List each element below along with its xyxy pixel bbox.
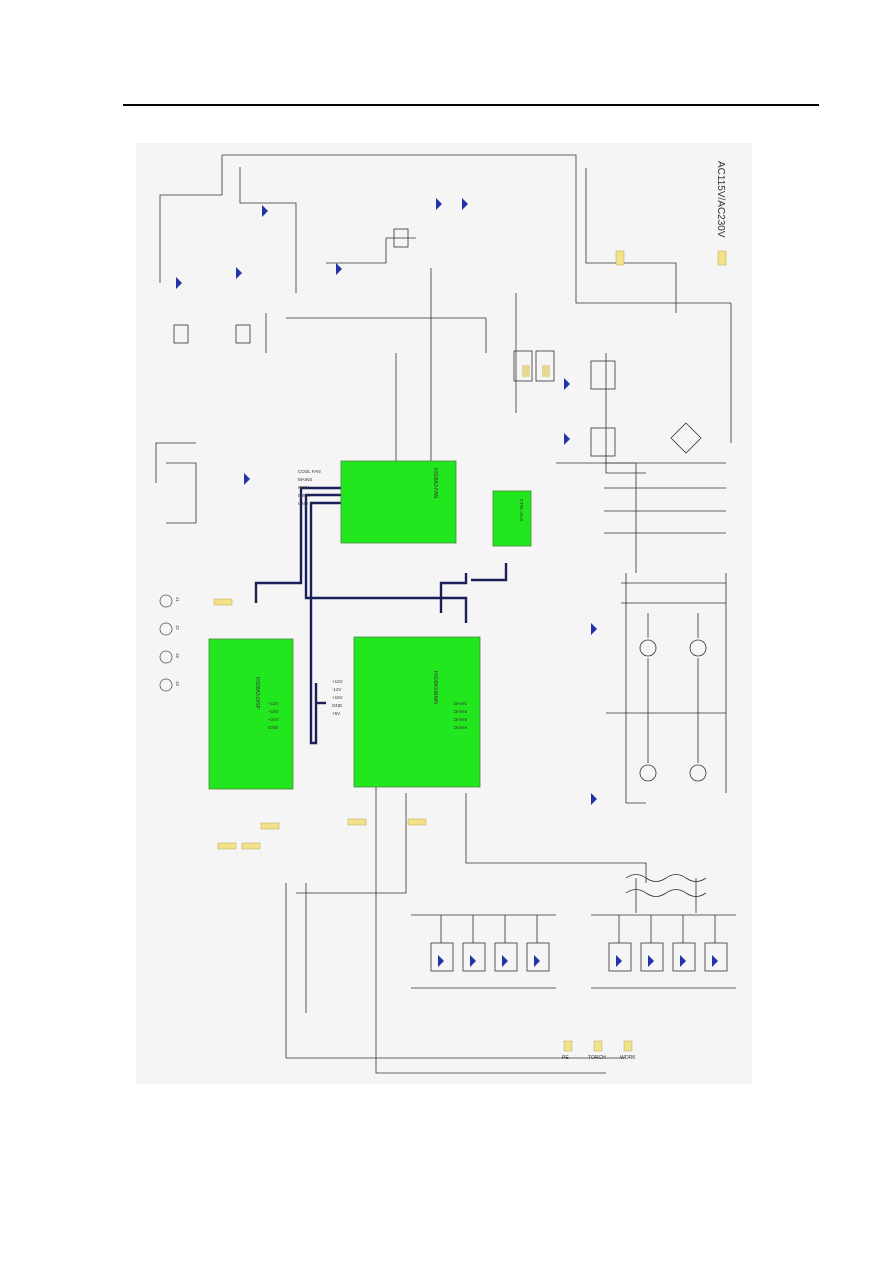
pin-label: +15V: [268, 709, 279, 714]
main-control-name: HS08A3-MAIN: [432, 671, 438, 704]
display-control-block: [208, 638, 294, 790]
fan-control-name: HS08A3-FAN: [432, 468, 438, 498]
transformer: [625, 874, 707, 913]
display-control-pins: +12V +15V +24V GND: [268, 701, 279, 730]
schematic-diagram: AC115V/AC230V: [155, 154, 736, 1074]
pin-label: Drive3: [454, 717, 468, 722]
pin-label: GND: [332, 703, 343, 708]
aux-control-name: CTRL-AUX: [519, 499, 524, 522]
component-cluster: [173, 228, 702, 457]
aux-control-block: [492, 490, 532, 547]
pin-label: +12V: [332, 679, 343, 684]
terminal-label: PE: [562, 1055, 569, 1061]
wiring-frame: [155, 154, 732, 1074]
output-terminals: PE TORCH WORK: [562, 1040, 636, 1061]
pin-label: Drive4: [454, 725, 468, 730]
main-control-block: [353, 636, 481, 788]
schematic-sheet: [136, 143, 752, 1084]
terminal-label: WORK: [620, 1055, 636, 1061]
pin-pads: [213, 250, 727, 850]
connector-label: J2: [175, 625, 180, 630]
data-bus: [254, 486, 508, 745]
connector-label: J1: [175, 597, 180, 602]
connector-label: J4: [175, 681, 180, 686]
pin-label: +24V: [268, 717, 279, 722]
pin-label: GND: [298, 501, 309, 506]
pin-label: Drive2: [454, 709, 468, 714]
terminal-work: [623, 1040, 633, 1052]
fan-control-block: [340, 460, 457, 544]
display-control-name: HS08A3-DISP: [254, 677, 260, 710]
connector-j1: [159, 594, 173, 608]
connector-j2: [159, 622, 173, 636]
pin-label: MAINS: [298, 477, 312, 482]
pin-label: PWM: [298, 485, 309, 490]
pin-label: COOL FAN: [298, 469, 321, 474]
fan-control-pins: COOL FAN MAINS PWM ILIMIT GND: [298, 469, 321, 506]
header-rule: [123, 104, 819, 106]
pin-label: ILIMIT: [298, 493, 311, 498]
pin-label: +5V: [332, 711, 340, 716]
pin-label: GND: [268, 725, 279, 730]
pin-label: +12V: [268, 701, 279, 706]
main-control-pins: +12V -12V +15V GND +5V Drive1 Drive2 Dri…: [332, 679, 468, 730]
terminal-label: TORCH: [588, 1055, 606, 1061]
diode-group: [176, 198, 718, 967]
connector-j4: [159, 678, 173, 692]
terminal-torch: [593, 1040, 603, 1052]
terminal-pe: [563, 1040, 573, 1052]
connector-j3: [159, 650, 173, 664]
rectifier-modules: [411, 914, 736, 989]
pin-label: Drive1: [454, 701, 468, 706]
schematic-title: AC115V/AC230V: [715, 161, 726, 238]
connector-label: J3: [175, 653, 180, 658]
pin-label: -12V: [332, 687, 342, 692]
control-blocks: [208, 460, 532, 790]
pin-label: +15V: [332, 695, 343, 700]
igbt-bridge: [604, 462, 726, 782]
connectors: J1 J2 J3 J4: [159, 594, 180, 692]
